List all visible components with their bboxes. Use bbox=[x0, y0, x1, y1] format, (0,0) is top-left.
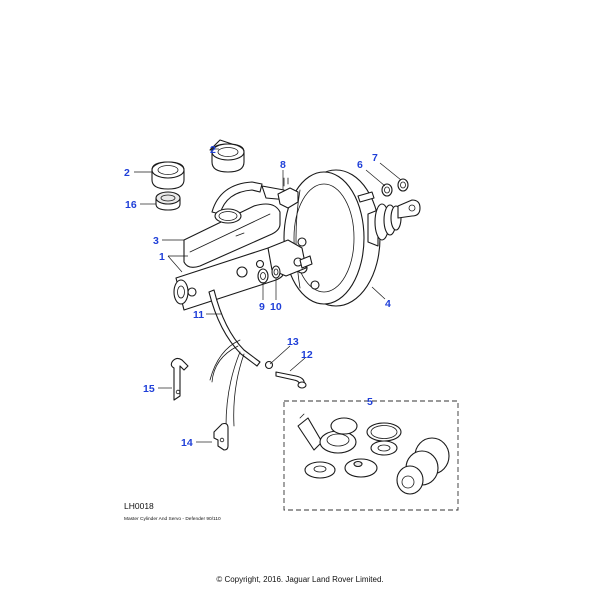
callout-7[interactable]: 7 bbox=[372, 152, 378, 164]
callout-11[interactable]: 11 bbox=[193, 309, 204, 321]
kit-o-ring[interactable] bbox=[366, 422, 402, 456]
kit-grease-sachet[interactable] bbox=[297, 413, 323, 451]
vacuum-elbow-part-12[interactable] bbox=[275, 371, 307, 389]
master-cylinder[interactable] bbox=[173, 239, 313, 311]
bracket-part-14[interactable] bbox=[213, 422, 229, 451]
servo-nut-part-7[interactable] bbox=[397, 178, 409, 192]
kit-seal-medium[interactable] bbox=[344, 458, 378, 478]
servo-seal-part-6[interactable] bbox=[381, 183, 393, 197]
copyright-notice: © Copyright, 2016. Jaguar Land Rover Lim… bbox=[216, 575, 383, 584]
servo-pushrod-bellows[interactable] bbox=[357, 191, 421, 247]
fluid-reservoir[interactable] bbox=[183, 203, 281, 268]
vacuum-valve-part-8[interactable] bbox=[277, 177, 299, 209]
brake-servo[interactable] bbox=[283, 169, 381, 307]
callout-2-lower[interactable]: 2 bbox=[124, 167, 130, 179]
diagram-ref-code: LH0018 bbox=[124, 501, 154, 511]
callout-4[interactable]: 4 bbox=[385, 298, 391, 310]
reservoir-filter-part-16[interactable] bbox=[155, 191, 181, 211]
kit-diaphragm[interactable] bbox=[319, 417, 358, 454]
callout-9[interactable]: 9 bbox=[259, 301, 265, 313]
kit-seal-small[interactable] bbox=[304, 461, 336, 479]
bracket-part-15[interactable] bbox=[170, 357, 189, 401]
callout-12[interactable]: 12 bbox=[301, 349, 313, 361]
callout-16[interactable]: 16 bbox=[125, 199, 137, 211]
callout-10[interactable]: 10 bbox=[270, 301, 282, 313]
callout-2-upper[interactable]: 2 bbox=[210, 144, 216, 156]
callout-5[interactable]: 5 bbox=[367, 396, 373, 408]
brake-pipes[interactable] bbox=[208, 289, 261, 427]
callout-1[interactable]: 1 bbox=[159, 251, 165, 263]
diagram-caption: Master Cylinder And Servo - Defender 90/… bbox=[124, 516, 221, 522]
repair-kit-box bbox=[283, 400, 459, 511]
callout-6[interactable]: 6 bbox=[357, 159, 363, 171]
reservoir-cap-upper[interactable] bbox=[209, 139, 245, 173]
callout-3[interactable]: 3 bbox=[153, 235, 159, 247]
reservoir-cap-lower[interactable] bbox=[151, 161, 185, 190]
callout-13[interactable]: 13 bbox=[287, 336, 299, 348]
leader-lines bbox=[134, 148, 402, 443]
seal-part-10[interactable] bbox=[271, 265, 281, 279]
callout-8[interactable]: 8 bbox=[280, 159, 286, 171]
callout-14[interactable]: 14 bbox=[181, 437, 193, 449]
callout-15[interactable]: 15 bbox=[143, 383, 155, 395]
seal-part-9[interactable] bbox=[257, 268, 269, 284]
kit-boot[interactable] bbox=[396, 437, 450, 495]
